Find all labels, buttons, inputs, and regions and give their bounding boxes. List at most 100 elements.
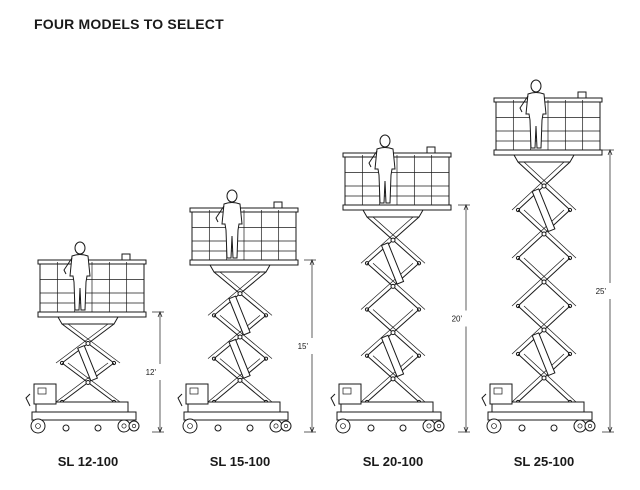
hydraulic-cylinder (531, 332, 556, 377)
platform-height-label: 15' (298, 342, 309, 351)
wheel-hub (587, 423, 593, 429)
scissor-arm (207, 358, 261, 403)
scissor-arm (511, 305, 565, 355)
wheel-hub (273, 423, 279, 429)
platform-deck (37, 311, 147, 318)
wheel-hub (131, 423, 137, 429)
chassis-base (31, 411, 137, 421)
worker-head (226, 189, 238, 203)
dimension-arrow-down (607, 426, 613, 433)
scissor-arm (511, 161, 565, 211)
scissor-arm (67, 362, 121, 403)
caster (399, 424, 407, 432)
caster (367, 424, 375, 432)
platform-height-label: 20' (452, 315, 463, 324)
pivot-pin (541, 279, 547, 285)
worker-arm (63, 257, 73, 275)
scissor-arm (523, 305, 577, 355)
worker-head (74, 241, 86, 255)
wheel (573, 419, 587, 433)
scissor-arm (207, 315, 261, 359)
platform-deck (189, 259, 299, 266)
lift-model-2: 15' SL 15-100 (177, 189, 316, 469)
pivot-pin (541, 375, 547, 381)
hydraulic-cylinder (531, 188, 556, 233)
pivot-pin (390, 283, 396, 289)
wheel (486, 418, 502, 434)
worker-head (530, 79, 542, 93)
worker-arm (519, 95, 529, 113)
power-unit-panel (189, 387, 199, 395)
lift-model-1: 12'SL 12-100 (25, 241, 164, 469)
model-name: SL 15-100 (210, 454, 270, 469)
pivot-pin (237, 377, 243, 383)
scissor-arm (523, 257, 577, 307)
scissor-arm (219, 358, 273, 403)
scissor-arm (67, 323, 121, 364)
platform-height-label: 25' (596, 287, 607, 296)
control-box (273, 201, 283, 209)
caster (62, 424, 70, 432)
scissor-arm (360, 355, 414, 403)
worker-body (374, 147, 396, 204)
wheel-hub (491, 423, 497, 429)
chassis-base (336, 411, 442, 421)
worker-arm (215, 205, 225, 223)
scissor-arm (372, 262, 426, 310)
page-heading: FOUR MODELS TO SELECT (34, 16, 224, 32)
wheel-hub (426, 423, 432, 429)
scissor-arm (523, 353, 577, 403)
tow-handle (481, 393, 487, 407)
dimension-arrow-down (157, 426, 163, 433)
worker-arm (368, 150, 378, 168)
scissor-arm (372, 216, 426, 264)
control-box (121, 253, 131, 261)
tow-handle (177, 393, 183, 407)
dimension-arrow-down (309, 426, 315, 433)
power-unit-panel (493, 387, 503, 395)
scissor-arm (360, 216, 414, 264)
wheel (128, 420, 140, 432)
deck-bracket (57, 316, 119, 325)
wheel (30, 418, 46, 434)
wheel-hub (340, 423, 346, 429)
pivot-pin (390, 330, 396, 336)
wheel (269, 419, 283, 433)
caster (550, 424, 558, 432)
control-box (577, 91, 587, 99)
deck-bracket (513, 154, 575, 163)
scissor-arm (55, 362, 109, 403)
hydraulic-cylinder (77, 344, 99, 382)
hydraulic-cylinder (380, 334, 405, 378)
tow-handle (330, 393, 336, 407)
control-box (426, 146, 436, 154)
wheel-hub (187, 423, 193, 429)
scissor-arm (55, 323, 109, 364)
scissor-arm (219, 315, 273, 359)
deck-bracket (362, 209, 424, 218)
wheel (584, 420, 596, 432)
pivot-pin (390, 237, 396, 243)
lift-model-3: 20' SL 20-100 (330, 134, 470, 469)
tow-handle (25, 393, 31, 407)
worker-body (221, 202, 243, 259)
wheel (182, 418, 198, 434)
chassis-base (487, 411, 593, 421)
wheel (280, 420, 292, 432)
power-unit-panel (342, 387, 352, 395)
wheel (422, 419, 436, 433)
scissor-arm (372, 309, 426, 357)
deck-bracket (209, 264, 271, 273)
dimension-arrow-down (463, 426, 469, 433)
power-unit-panel (37, 387, 47, 395)
model-name: SL 20-100 (363, 454, 423, 469)
lift-model-4: 25' SL 25-100 (481, 79, 614, 469)
hydraulic-cylinder (228, 338, 251, 379)
platform-deck (342, 204, 452, 211)
dimension-arrow-up (607, 149, 613, 156)
model-name: SL 25-100 (514, 454, 574, 469)
caster (94, 424, 102, 432)
scissor-arm (523, 161, 577, 211)
wheel-hub (577, 423, 583, 429)
